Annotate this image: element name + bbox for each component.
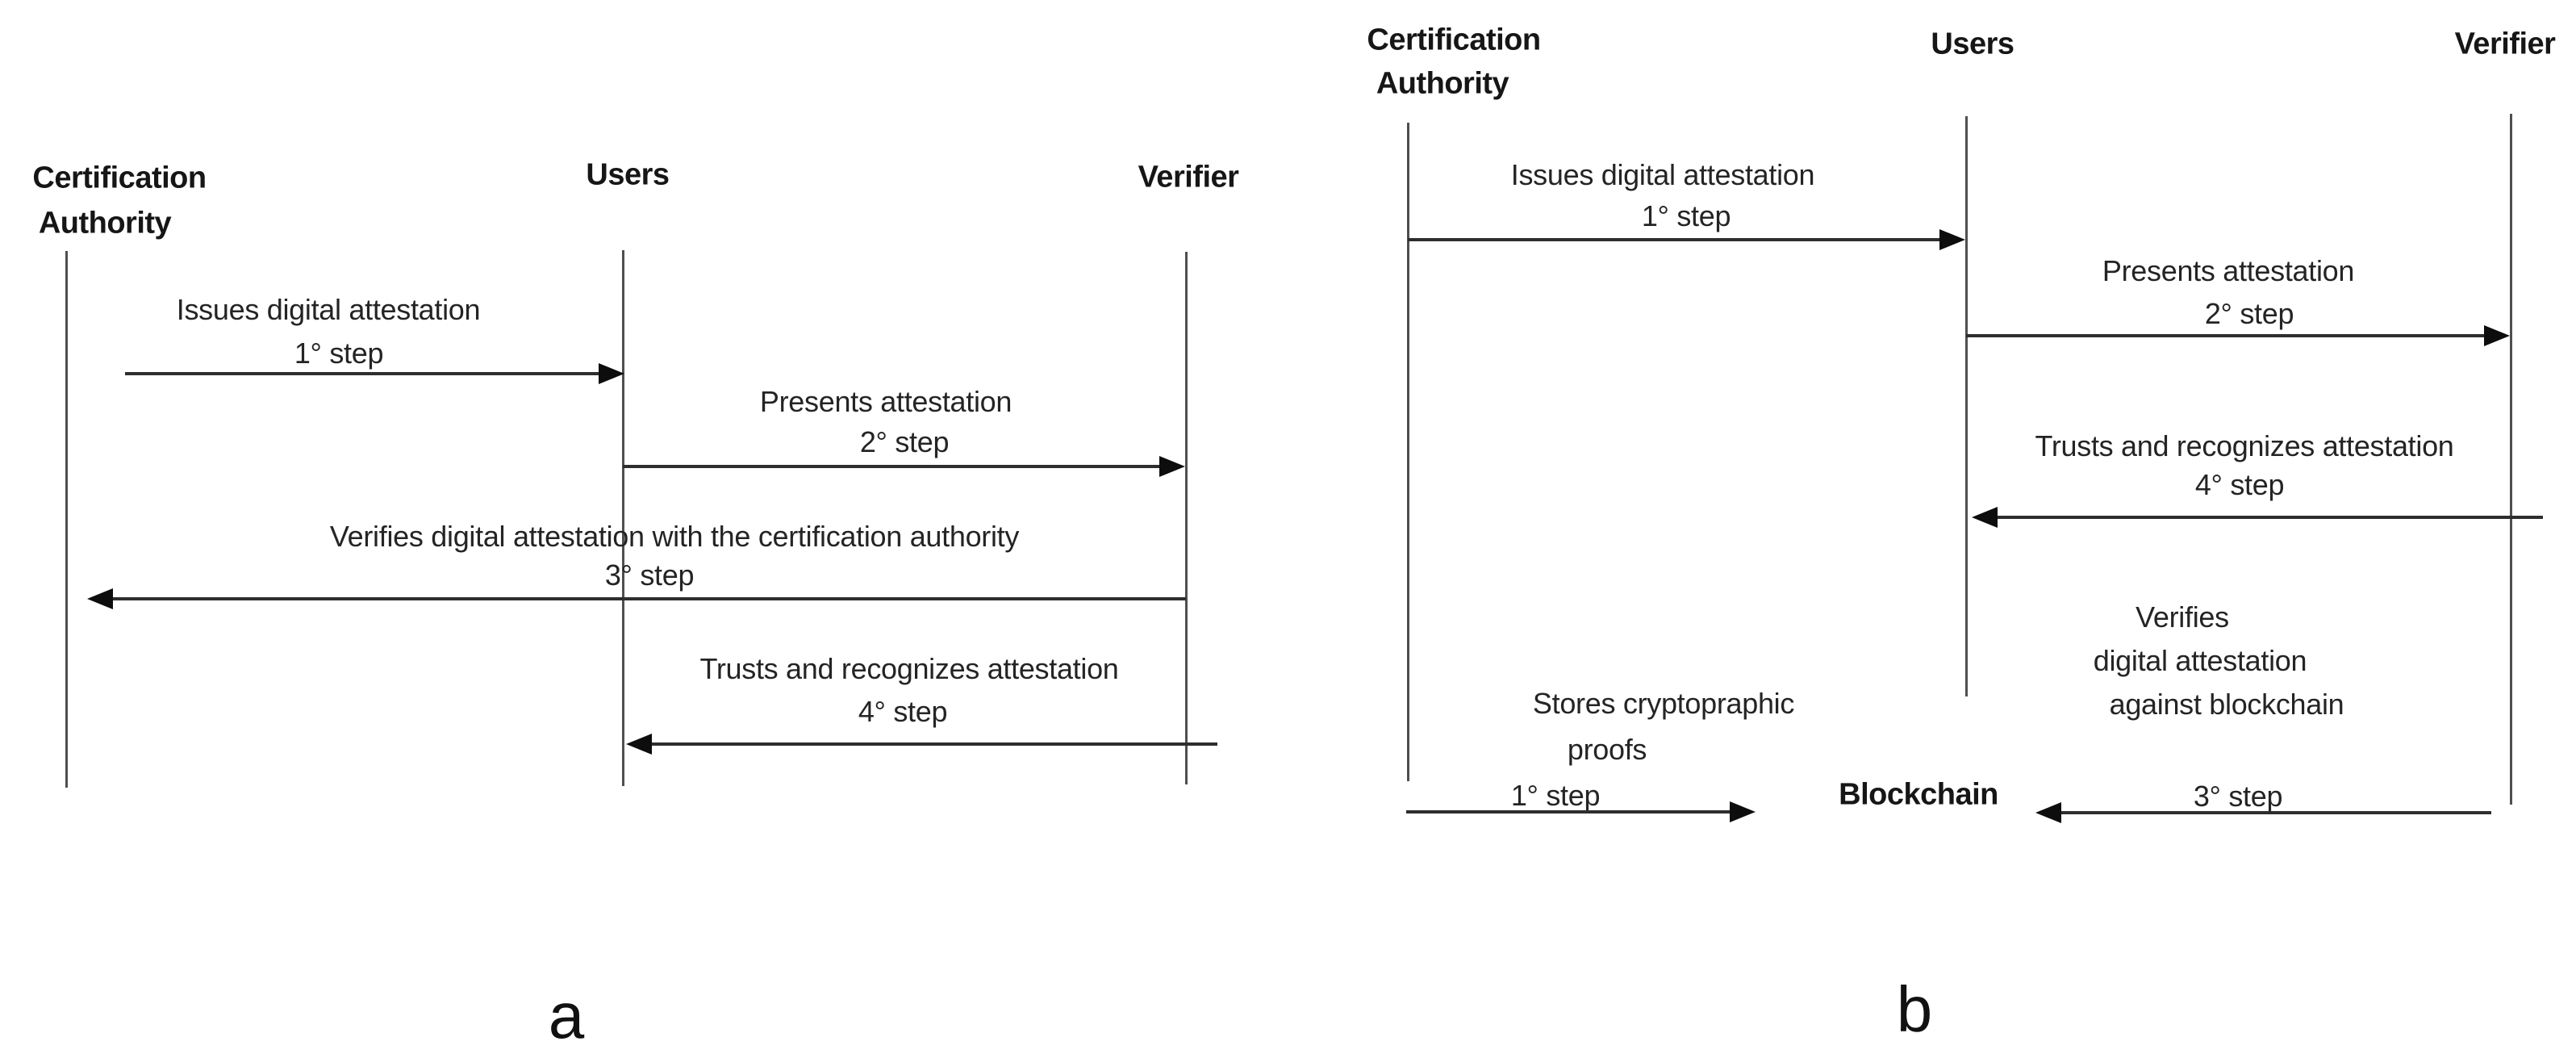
lifeline-certification-authority-b bbox=[1407, 123, 1409, 781]
actor-label-users-a: Users bbox=[586, 157, 670, 192]
message-4b-text: Trusts and recognizes attestation bbox=[2035, 429, 2454, 462]
message-1a-step: 1° step bbox=[294, 337, 384, 370]
store-message-line1: Stores cryptopraphic bbox=[1532, 687, 1795, 720]
message-2b-arrow bbox=[1966, 325, 2510, 346]
arrowhead-right bbox=[1159, 456, 1185, 477]
message-3b-step: 3° step bbox=[2193, 780, 2283, 813]
lifeline-verifier-a bbox=[1185, 252, 1188, 784]
message-2b-step: 2° step bbox=[2204, 297, 2294, 330]
message-3a-text: Verifies digital attestation with the ce… bbox=[329, 520, 1020, 553]
message-1b-step: 1° step bbox=[1641, 199, 1731, 232]
actor-label-certification-authority-a-line1: Certification bbox=[32, 161, 207, 195]
actor-label-blockchain: Blockchain bbox=[1839, 777, 1998, 812]
figure-caption-a: a bbox=[548, 980, 585, 1052]
arrowhead-left bbox=[626, 734, 652, 755]
message-1a-arrow bbox=[125, 363, 624, 384]
message-1b-text: Issues digital attestation bbox=[1510, 158, 1815, 191]
store-message-step: 1° step bbox=[1510, 779, 1601, 812]
arrowhead-right bbox=[2484, 325, 2510, 346]
lifeline-certification-authority-a bbox=[65, 251, 68, 788]
figure-caption-b: b bbox=[1896, 973, 1933, 1045]
message-4b-arrow bbox=[1972, 507, 2543, 528]
message-4b-step: 4° step bbox=[2194, 468, 2285, 501]
actor-label-certification-authority-b-line2: Authority bbox=[1376, 66, 1509, 101]
message-3a-arrow bbox=[87, 588, 1186, 609]
message-2a-step: 2° step bbox=[859, 425, 950, 458]
message-3a-step: 3° step bbox=[604, 558, 695, 592]
verify-note-line3: against blockchain bbox=[2109, 688, 2344, 721]
lifeline-verifier-b bbox=[2510, 114, 2512, 805]
arrowhead-left bbox=[2035, 802, 2061, 823]
arrowhead-right bbox=[1939, 229, 1965, 250]
store-message-arrow bbox=[1406, 801, 1756, 822]
message-2a-arrow bbox=[623, 456, 1185, 477]
lifeline-users-a bbox=[622, 250, 624, 786]
actor-label-users-b: Users bbox=[1931, 27, 2014, 61]
verify-note-line2: digital attestation bbox=[2093, 644, 2307, 677]
arrowhead-right bbox=[1730, 801, 1756, 822]
actor-label-certification-authority-b-line1: Certification bbox=[1367, 23, 1541, 57]
message-4a-arrow bbox=[626, 734, 1217, 755]
message-4a-text: Trusts and recognizes attestation bbox=[699, 652, 1119, 685]
actor-label-verifier-b: Verifier bbox=[2454, 27, 2556, 61]
actor-label-verifier-a: Verifier bbox=[1138, 160, 1239, 194]
arrowhead-left bbox=[87, 588, 113, 609]
arrowhead-right bbox=[599, 363, 624, 384]
message-1b-arrow bbox=[1408, 229, 1965, 250]
message-2b-text: Presents attestation bbox=[2102, 254, 2355, 287]
lifeline-users-b bbox=[1965, 116, 1968, 696]
arrowhead-left bbox=[1972, 507, 1998, 528]
message-1a-text: Issues digital attestation bbox=[176, 293, 481, 326]
verify-note-line1: Verifies bbox=[2136, 600, 2229, 634]
message-3b-arrow bbox=[2035, 802, 2491, 823]
store-message-line2: proofs bbox=[1567, 733, 1647, 766]
message-4a-step: 4° step bbox=[858, 695, 948, 728]
actor-label-certification-authority-a-line2: Authority bbox=[38, 206, 172, 240]
message-2a-text: Presents attestation bbox=[759, 385, 1012, 418]
